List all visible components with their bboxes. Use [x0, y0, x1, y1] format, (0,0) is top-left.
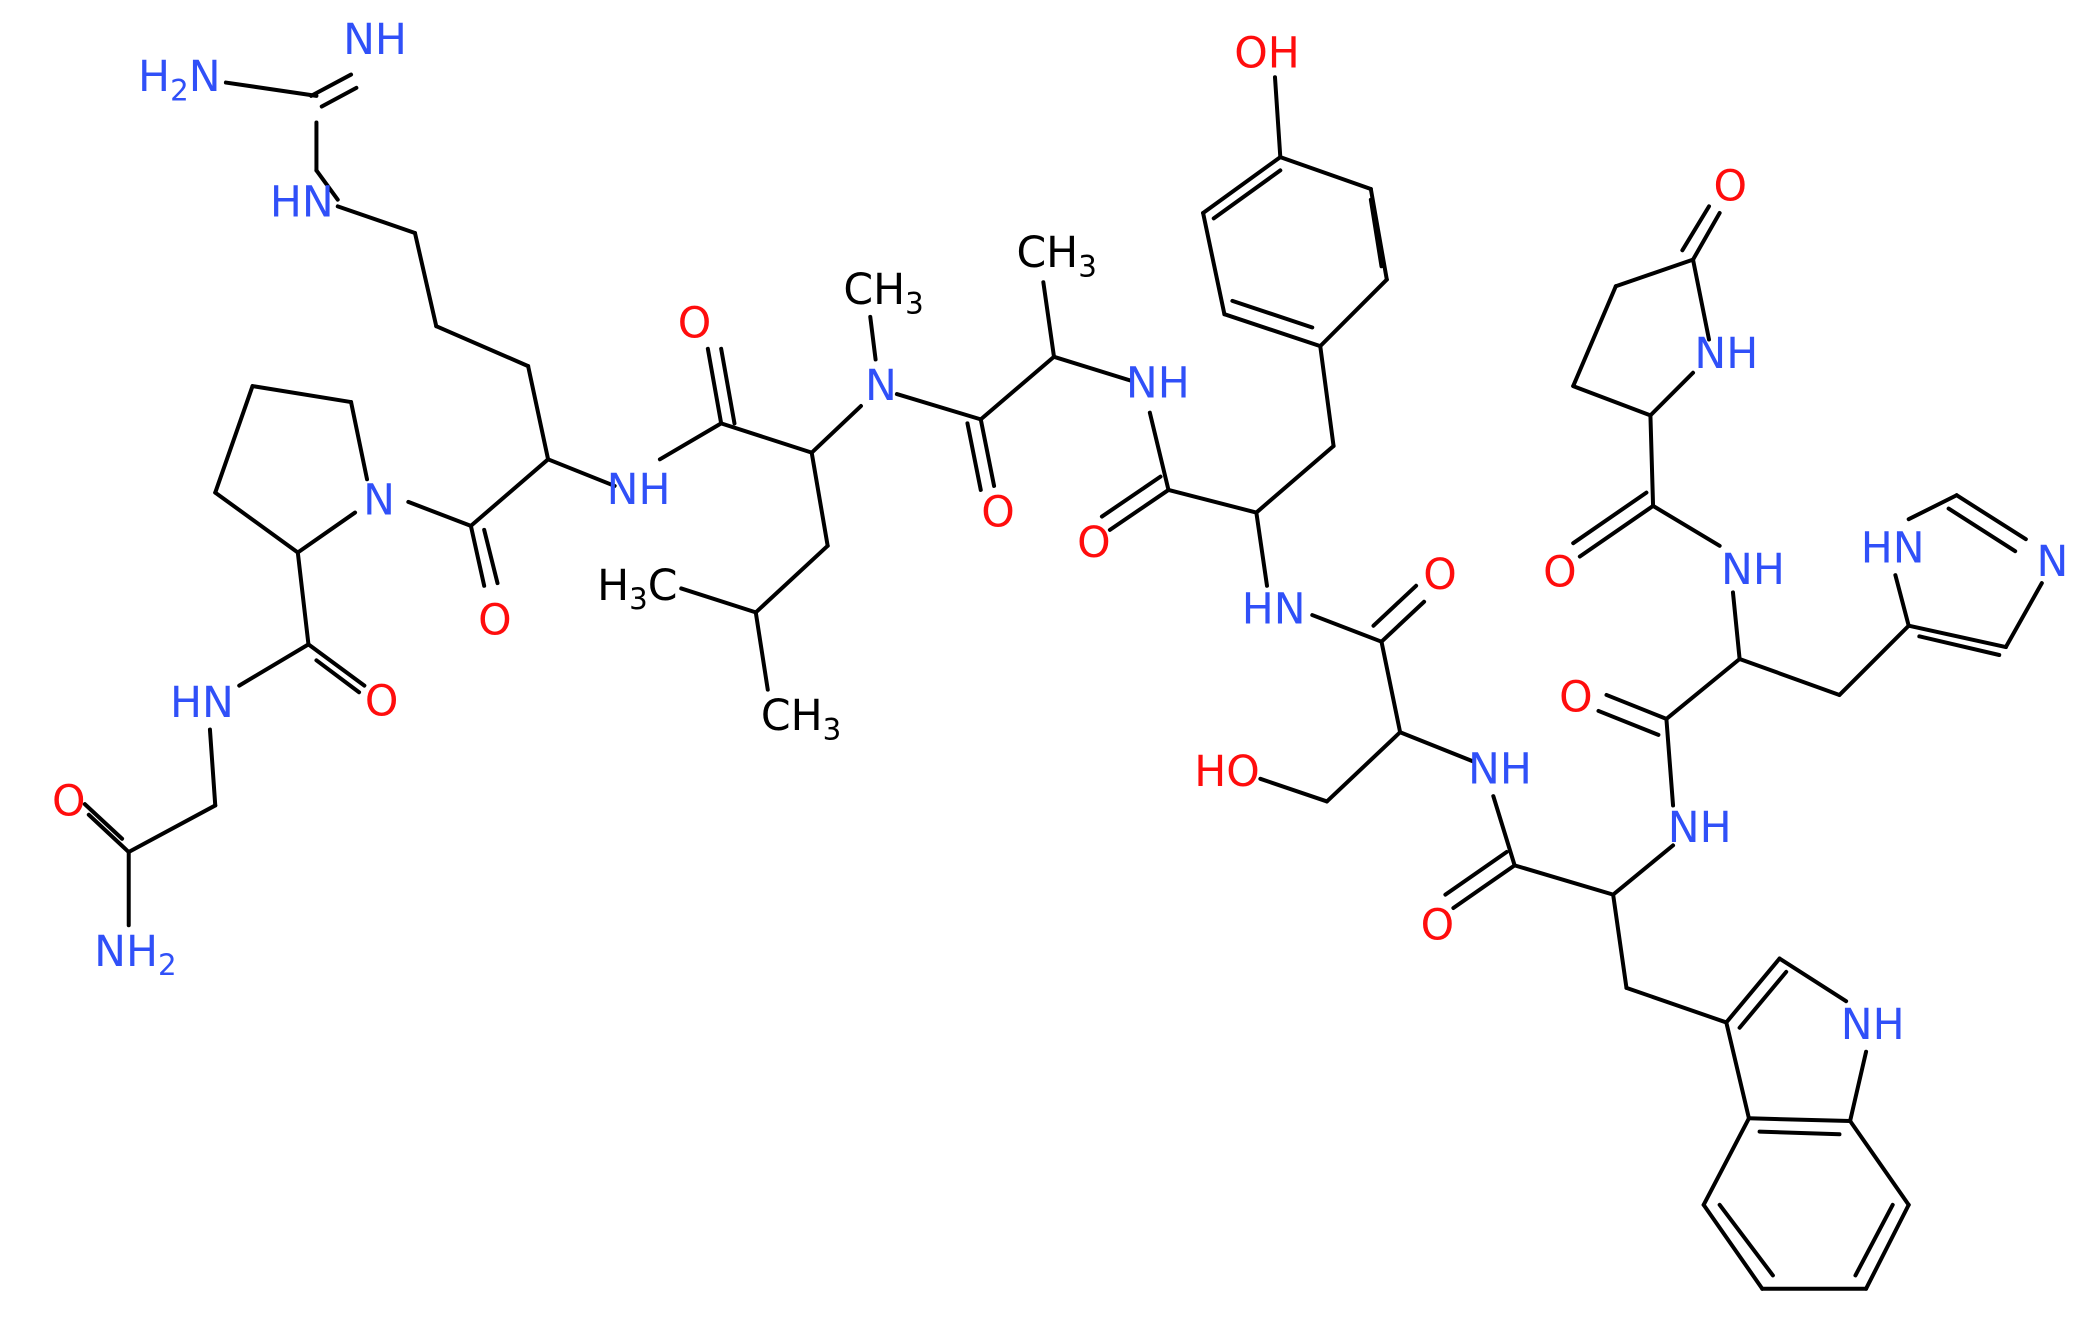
atom-arg-co: O	[478, 595, 512, 645]
atom-leu-ch3: CH3	[761, 691, 841, 746]
atom-ala-nh: NH	[1126, 358, 1190, 408]
atom-guan-hn: HN	[270, 177, 334, 227]
atom-tyr-co: O	[1077, 518, 1111, 568]
atom-pyro-o: O	[1714, 161, 1748, 211]
atom-tyr-oh: OH	[1234, 28, 1300, 78]
atom-trp-nh: NH	[1668, 803, 1732, 853]
atom-ser-nh: NH	[1468, 744, 1532, 794]
atom-imid-n: N	[2037, 537, 2069, 587]
atom-ala-co: O	[981, 488, 1015, 538]
bonds	[82, 72, 2044, 1291]
atom-gly-co: O	[52, 776, 86, 826]
atom-labels: NH H2N HN N NH O O CH3 N CH3 H3C CH3 O N…	[52, 15, 2068, 1050]
atom-pro-n: N	[363, 476, 395, 526]
atom-gly-hn: HN	[170, 678, 234, 728]
atom-pro-co: O	[365, 677, 399, 727]
atom-trp-co: O	[1421, 900, 1455, 950]
atom-leu-h3c: H3C	[597, 561, 677, 616]
atom-nme-ch3: CH3	[843, 265, 923, 320]
atom-imid-hn: HN	[1861, 524, 1925, 574]
atom-his-co: O	[1559, 673, 1593, 723]
atom-indole-nh: NH	[1841, 1000, 1905, 1050]
atom-leu-co: O	[678, 299, 712, 349]
atom-his-nh: NH	[1721, 545, 1785, 595]
atom-pyro-nh: NH	[1694, 329, 1758, 379]
atom-nme-n: N	[865, 361, 897, 411]
atom-ala-ch3: CH3	[1016, 228, 1096, 283]
atom-pyro-co: O	[1543, 547, 1577, 597]
atom-tyr-hn: HN	[1242, 585, 1306, 635]
atom-guan-nh: NH	[343, 15, 407, 65]
atom-ser-ho: HO	[1194, 747, 1260, 797]
atom-arg-nh: NH	[607, 465, 671, 515]
atom-ser-co: O	[1423, 550, 1457, 600]
atom-gly-nh2: NH2	[94, 927, 177, 982]
atom-guan-h2n: H2N	[138, 52, 221, 107]
